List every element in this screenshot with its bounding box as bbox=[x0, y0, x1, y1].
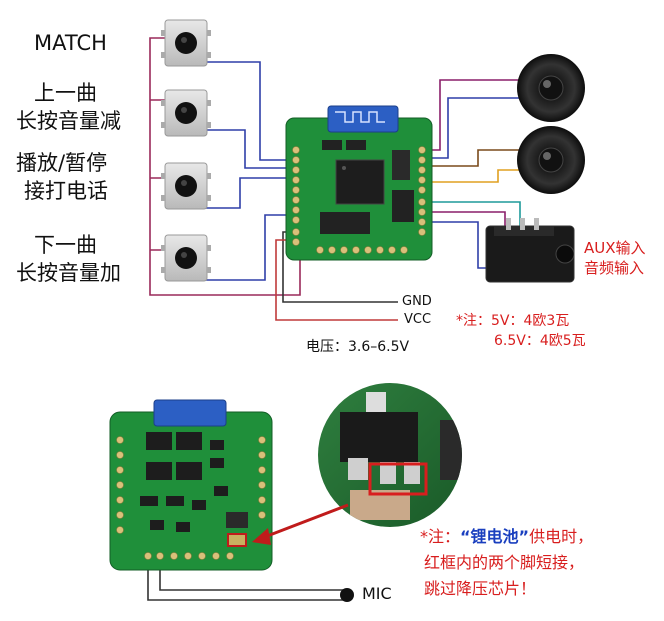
mic-wire bbox=[147, 556, 345, 601]
speaker-note-2: 6.5V：4欧5瓦 bbox=[494, 333, 586, 349]
speaker-2 bbox=[517, 126, 585, 194]
button-label-2a: 上一曲 bbox=[34, 81, 97, 105]
button-wires bbox=[149, 37, 398, 321]
battery-note-line3: 跳过降压芯片！ bbox=[424, 579, 537, 598]
button-label-2b: 长按音量减 bbox=[16, 109, 121, 133]
button-label-1: MATCH bbox=[34, 31, 107, 55]
zoom-red-box bbox=[368, 462, 428, 496]
battery-note-prefix: *注： bbox=[420, 527, 461, 546]
zoom-inset bbox=[318, 383, 462, 527]
tact-switch-3[interactable] bbox=[161, 162, 211, 210]
battery-note-suffix: 供电时， bbox=[529, 527, 594, 546]
shorting-pads bbox=[227, 533, 247, 547]
speaker-note-1: *注：5V：4欧3瓦 bbox=[456, 313, 570, 329]
mic-label: MIC bbox=[362, 584, 392, 603]
aux-audio-jack[interactable] bbox=[485, 218, 575, 283]
battery-note-highlight: “锂电池” bbox=[460, 527, 530, 546]
tact-switch-1[interactable] bbox=[161, 19, 211, 67]
button-label-3b: 接打电话 bbox=[24, 179, 108, 203]
button-label-4a: 下一曲 bbox=[34, 233, 97, 257]
aux-label-1: AUX输入 bbox=[584, 239, 646, 257]
aux-label-2: 音频输入 bbox=[584, 259, 645, 277]
bluetooth-module-bottom bbox=[109, 399, 273, 571]
vcc-label: VCC bbox=[404, 312, 432, 327]
bluetooth-module-top bbox=[285, 105, 433, 261]
speaker-1 bbox=[517, 54, 585, 122]
tact-switch-4[interactable] bbox=[161, 234, 211, 282]
gnd-label: GND bbox=[402, 294, 432, 309]
button-label-4b: 长按音量加 bbox=[16, 261, 121, 285]
tact-switch-2[interactable] bbox=[161, 89, 211, 137]
battery-note-line1: *注：“锂电池”供电时， bbox=[420, 526, 593, 548]
pointer-arrow bbox=[252, 503, 349, 545]
voltage-label: 电压：3.6–6.5V bbox=[306, 339, 410, 355]
mic-capsule bbox=[340, 588, 354, 602]
button-label-3a: 播放/暂停 bbox=[16, 151, 108, 175]
battery-note-line2: 红框内的两个脚短接， bbox=[424, 553, 585, 572]
